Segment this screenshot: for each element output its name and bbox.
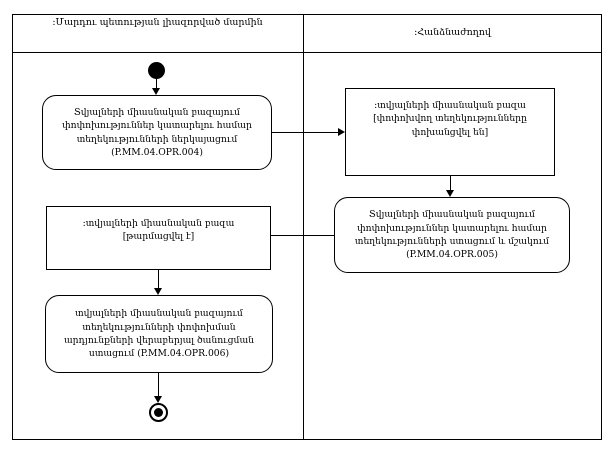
edge-start-to-activity1 — [156, 79, 157, 90]
object1-line1: :տվյալների միասնական բազա — [374, 100, 526, 111]
activity3-line3: արդյունքների վերաբերյալ ծանուցման — [63, 335, 255, 346]
object1-line3: փոխանցվել են] — [411, 126, 489, 138]
lane-title-right: :Հանձնաժողով — [414, 27, 491, 38]
object2-line1: :տվյալների միասնական բազա — [82, 218, 235, 229]
arrowhead-down-activity2 — [446, 190, 454, 197]
edge-activity1-to-object1 — [272, 132, 340, 133]
object-node-database-updated[interactable]: :տվյալների միասնական բազա [թարմացվել է] — [46, 206, 271, 270]
activity-node-opr-005[interactable]: Տվյալների միասնական բազայում փոփոխությու… — [334, 197, 570, 273]
activity2-line1: Տվյալների միասնական բազայում — [369, 209, 535, 221]
arrowhead-down-activity3 — [154, 288, 162, 295]
activity-node-opr-006[interactable]: տվյալների միասնական բազայում տեղեկությու… — [45, 295, 273, 373]
activity1-line2: փոփոխություններ կատարելու համար — [62, 120, 252, 132]
object1-text: :տվյալների միասնական բազա [փոփոխվող տեղե… — [373, 99, 527, 139]
arrowhead-down-final — [154, 396, 162, 403]
activity3-line2: տեղեկությունների փոփոխման — [82, 321, 236, 333]
edge-object1-to-activity2 — [450, 176, 451, 194]
activity2-line3: տեղեկությունների ստացում և մշակում — [354, 236, 550, 247]
lane-header-divider — [12, 52, 602, 53]
arrowhead-down-activity1 — [152, 88, 160, 95]
swimlane-frame — [12, 14, 602, 440]
object2-line2: [թարմացվել է] — [122, 231, 195, 243]
initial-node[interactable] — [148, 62, 165, 79]
lane-vertical-divider — [303, 14, 304, 440]
activity1-line3: տեղեկությունների ներկայացում — [76, 133, 238, 145]
activity3-line4: ստացում (P.MM.04.OPR.006) — [88, 348, 230, 360]
final-node[interactable] — [149, 403, 168, 422]
activity1-line4: (P.MM.04.OPR.004) — [111, 146, 203, 158]
object1-line2: [փոփոխվող տեղեկությունները — [373, 113, 527, 125]
arrowhead-right-object1 — [338, 128, 345, 136]
lane-title-left: :Մարդու պետության լիազորված մարմին — [52, 17, 263, 28]
edge-activity2-to-object2 — [271, 235, 335, 236]
activity2-line4: (P.MM.04.OPR.005) — [406, 249, 498, 261]
activity1-text: Տվյալների միասնական բազայում փոփոխությու… — [62, 106, 252, 160]
edge-activity3-to-final — [158, 373, 159, 401]
activity2-line2: փոփոխություններ կատարելու համար — [357, 222, 547, 234]
object2-text: :տվյալների միասնական բազա [թարմացվել է] — [83, 217, 235, 244]
activity-node-opr-004[interactable]: Տվյալների միասնական բազայում փոփոխությու… — [42, 95, 272, 170]
activity2-text: Տվյալների միասնական բազայում փոփոխությու… — [355, 208, 549, 262]
activity1-line1: Տվյալների միասնական բազայում — [74, 106, 240, 118]
edge-object2-to-activity3 — [158, 270, 159, 292]
activity3-line1: տվյալների միասնական բազայում — [75, 308, 243, 320]
activity3-text: տվյալների միասնական բազայում տեղեկությու… — [64, 307, 254, 361]
object-node-database-transferred[interactable]: :տվյալների միասնական բազա [փոփոխվող տեղե… — [345, 88, 555, 176]
